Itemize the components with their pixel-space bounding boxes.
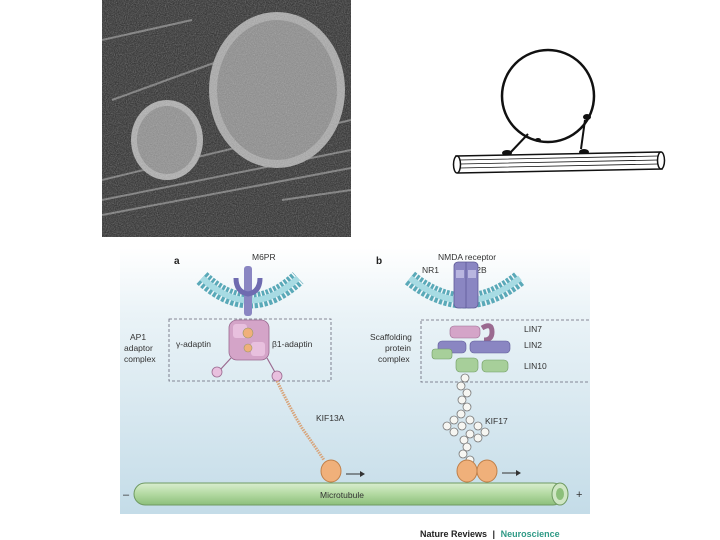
microtubule-sketch: [452, 151, 666, 174]
gamma-adaptin-label: γ-adaptin: [176, 339, 211, 349]
arrow-b: [502, 470, 521, 476]
lin7-label: LIN7: [524, 324, 542, 334]
nmda-receptor: [453, 261, 479, 309]
panel-b-letter: b: [376, 256, 382, 267]
lin10-label: LIN10: [524, 361, 547, 371]
beta1-adaptin-label: β1-adaptin: [272, 339, 313, 349]
microtubule-label: Microtubule: [320, 490, 364, 500]
kif13a-stalk: [275, 380, 326, 461]
vesicle-sketch: [452, 48, 666, 174]
arrow-a: [346, 471, 365, 477]
ap1-complex-label: AP1 adaptor complex: [124, 332, 156, 364]
vesicle-outline: [500, 48, 596, 144]
m6pr-receptor: [244, 266, 252, 316]
electron-micrograph: [102, 0, 351, 237]
plus-end-label: +: [576, 489, 582, 501]
ap1-adaptor: [211, 319, 283, 382]
scaffolding-proteins: [431, 323, 511, 373]
kif17-label: KIF17: [485, 416, 508, 426]
kif13a-label: KIF13A: [316, 413, 345, 423]
lin2-label: LIN2: [524, 340, 542, 350]
nature-reviews-figure: a M6PR AP1 adaptor complex γ-adaptin β1-…: [120, 248, 590, 539]
scaffolding-complex-label: Scaffolding protein complex: [370, 332, 414, 364]
minus-end-label: –: [123, 489, 130, 501]
nmda-receptor-label: NMDA receptor: [438, 252, 496, 262]
scaffolding-box: [420, 319, 590, 383]
nr1-label: NR1: [422, 265, 439, 275]
kif13a-motor: [320, 459, 342, 483]
kif17-motor: [456, 459, 498, 483]
journal-credit: Nature Reviews | Neuroscience: [420, 529, 560, 539]
panel-a-letter: a: [174, 256, 180, 267]
microtubule: [133, 482, 569, 506]
m6pr-label: M6PR: [252, 252, 276, 262]
ap1-box: [168, 318, 332, 382]
